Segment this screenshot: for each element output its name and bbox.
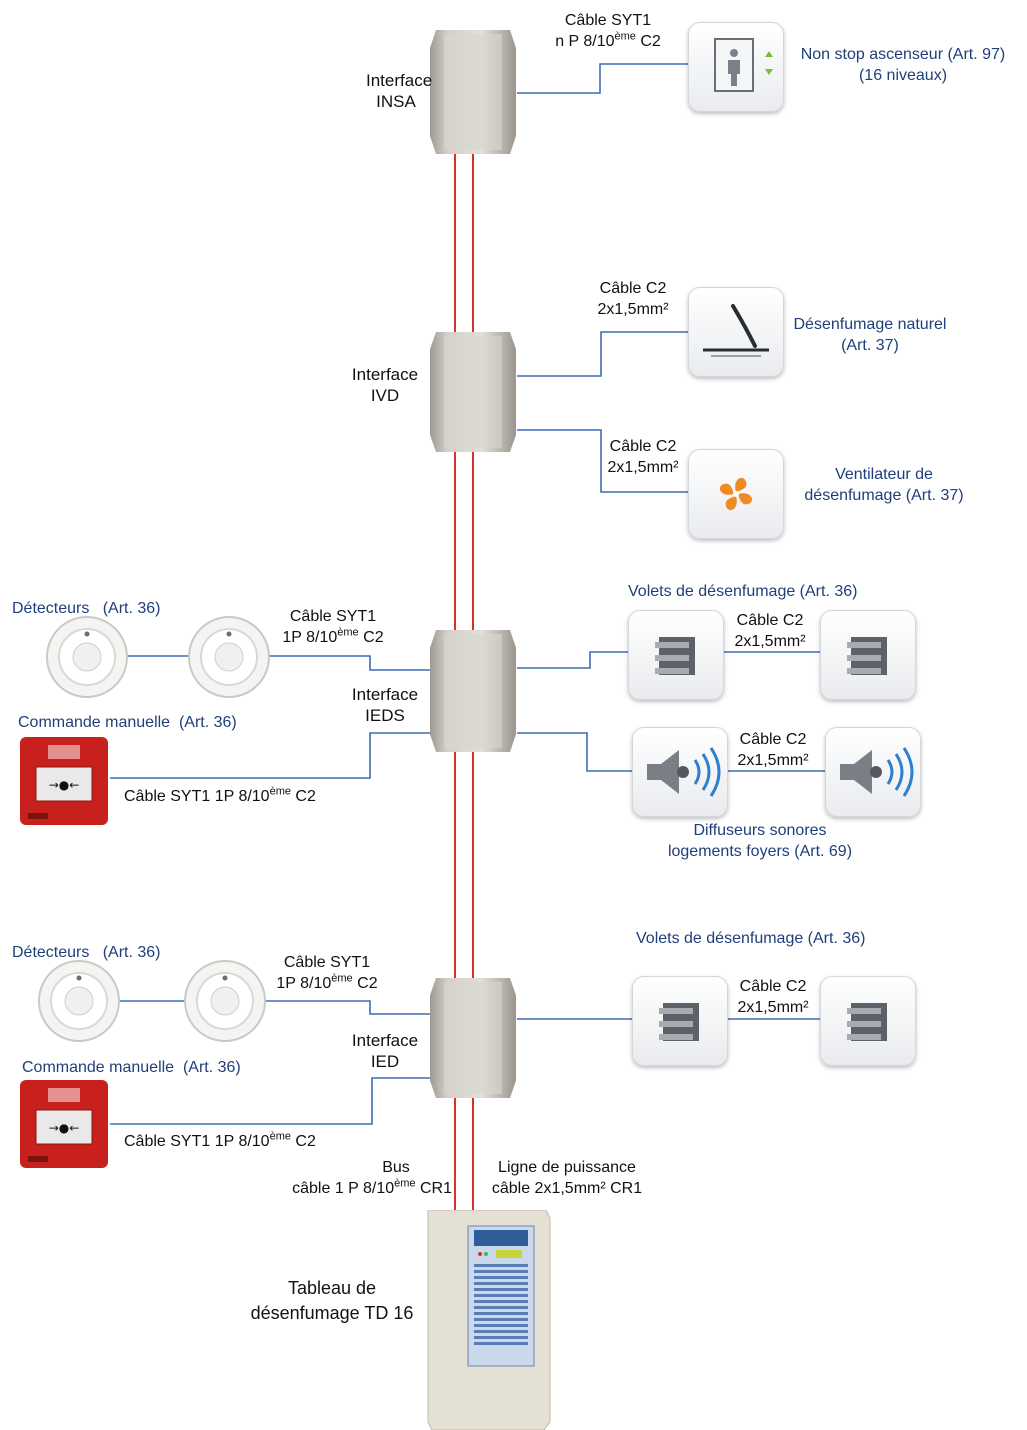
- elevator-tile: [688, 22, 784, 112]
- interface-box-icon: [430, 630, 516, 752]
- smoke-detector-4: [182, 958, 268, 1044]
- ieds-manual-cable-label: Câble SYT1 1P 8/10ème C2: [124, 785, 316, 805]
- interface-box-icon: [430, 978, 516, 1098]
- svg-text:→●←: →●←: [49, 778, 80, 792]
- manual-call-point-icon: →●←: [20, 1080, 108, 1168]
- smoke-detector-2: [186, 614, 272, 700]
- bus-label: Bus câble 1 P 8/10ème CR1: [292, 1159, 452, 1197]
- speaker-icon: [647, 747, 721, 797]
- speaker-tile-1: [632, 727, 728, 817]
- ieds-detector-cable-label: Câble SYT1 1P 8/10ème C2: [282, 608, 384, 646]
- cable-ivd-fan: [517, 429, 688, 493]
- damper-icon: [659, 1003, 699, 1041]
- interface-box-icon: [430, 30, 516, 154]
- cable-ieds-manual: [110, 732, 430, 779]
- interface-ivd-box: [430, 332, 516, 452]
- smoke-hatch-icon: [703, 304, 769, 357]
- ieds-detectors-label: Détecteurs (Art. 36): [12, 600, 161, 617]
- elevator-person-icon: [714, 38, 773, 92]
- manual-call-point-1: →●←: [18, 735, 110, 827]
- cable-ied-manual: [110, 1077, 430, 1125]
- interface-box-icon: [430, 332, 516, 452]
- fan-icon: [719, 477, 753, 511]
- interface-ied-box: [430, 978, 516, 1098]
- cable-ied-detectors: [266, 1000, 430, 1015]
- insa-cable-label: Câble SYT1 n P 8/10ème C2: [555, 12, 661, 50]
- cable-ivd-hatch: [517, 331, 688, 377]
- svg-text:→●←: →●←: [49, 1121, 80, 1135]
- cable-ieds-volets: [517, 651, 632, 669]
- manual-call-point-2: →●←: [18, 1078, 110, 1170]
- ied-volets-label: Volets de désenfumage (Art. 36): [636, 930, 866, 947]
- smoke-detector-3: [36, 958, 122, 1044]
- damper-icon: [847, 637, 887, 675]
- ieds-volets-label: Volets de désenfumage (Art. 36): [628, 583, 858, 600]
- fan-tile: [688, 449, 784, 539]
- damper-tile-3: [632, 976, 728, 1066]
- ieds-manual-label: Commande manuelle (Art. 36): [18, 714, 237, 731]
- natural-smoke-label: Désenfumage naturel(Art. 37): [793, 316, 947, 354]
- smoke-detector-icon: [38, 960, 120, 1042]
- cable-ieds-detectors: [266, 655, 430, 671]
- smoke-detector-icon: [188, 616, 270, 698]
- speaker-tile-2: [825, 727, 921, 817]
- ied-manual-cable-label: Câble SYT1 1P 8/10ème C2: [124, 1130, 316, 1150]
- elevator-label: Non stop ascenseur (Art. 97)(16 niveaux): [800, 46, 1006, 84]
- smoke-control-panel: [424, 1210, 554, 1430]
- damper-tile-2: [820, 610, 916, 700]
- smoke-detector-icon: [184, 960, 266, 1042]
- smoke-detector-icon: [46, 616, 128, 698]
- cable-insa-elevator: [517, 63, 688, 94]
- damper-icon: [655, 637, 695, 675]
- device-cables: [110, 63, 825, 1125]
- cable-ieds-speakers: [517, 732, 632, 772]
- natural-smoke-tile: [688, 287, 784, 377]
- damper-icon: [847, 1003, 887, 1041]
- smoke-detector-1: [44, 614, 130, 700]
- manual-call-point-icon: →●←: [20, 737, 108, 825]
- ied-detector-cable-label: Câble SYT1 1P 8/10ème C2: [276, 954, 378, 992]
- ied-manual-label: Commande manuelle (Art. 36): [22, 1059, 241, 1076]
- interface-insa-box: [430, 30, 516, 154]
- control-panel-icon: [427, 1210, 551, 1430]
- damper-tile-1: [628, 610, 724, 700]
- ied-detectors-label: Détecteurs (Art. 36): [12, 944, 161, 961]
- speaker-icon: [840, 747, 914, 797]
- damper-tile-4: [820, 976, 916, 1066]
- interface-ieds-box: [430, 630, 516, 752]
